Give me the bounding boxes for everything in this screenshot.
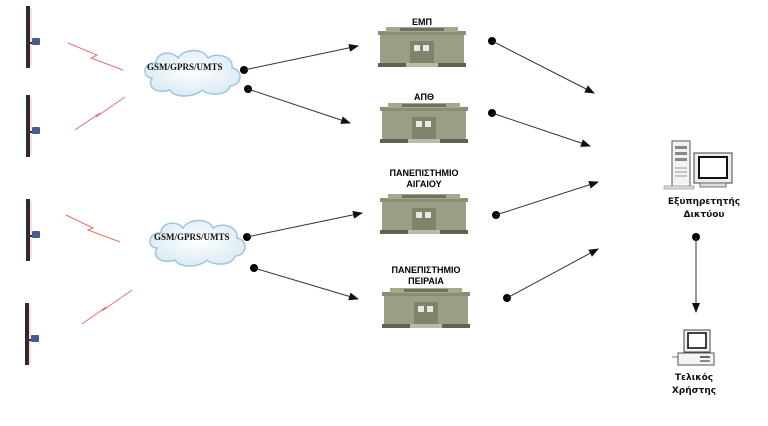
arrow-apth-to-server (488, 109, 591, 147)
university-label-line1: ΠΑΝΕΠΙΣΤΗΜΙΟ (391, 265, 461, 275)
university-building-4 (382, 288, 470, 328)
cloud-label-2: GSM/GPRS/UMTS (154, 232, 230, 242)
cloud-network-2 (149, 219, 246, 267)
arrow-server-to-user (692, 233, 700, 313)
university-label-piraeus: ΠΑΝΕΠΙΣΤΗΜΙΟ ΠΕΙΡΑΙΑ (381, 265, 471, 287)
arrow-cloud1-to-apth (244, 85, 351, 124)
arrow-piraeus-to-server (503, 248, 599, 302)
end-user-label: Τελικός Χρήστης (664, 372, 724, 398)
university-building-3 (380, 194, 468, 234)
server-icon (663, 140, 733, 190)
arrow-cloud2-to-aegean (243, 210, 363, 241)
sensor-1 (25, 5, 41, 69)
university-label-line1: ΠΑΝΕΠΙΣΤΗΜΙΟ (389, 168, 459, 178)
arrow-cloud2-to-piraeus (250, 264, 359, 301)
university-building-2 (380, 103, 468, 143)
cloud-label-1: GSM/GPRS/UMTS (147, 62, 223, 72)
end-user-label-line2: Χρήστης (671, 386, 717, 396)
wireless-link-2 (74, 96, 126, 131)
sensor-3 (25, 198, 41, 262)
server-label-line1: Εξυπηρετητής (667, 197, 741, 207)
university-building-1 (378, 27, 466, 67)
university-label-apth: ΑΠΘ (394, 92, 454, 103)
wireless-link-3 (65, 214, 121, 243)
wireless-link-1 (67, 42, 124, 71)
end-user-label-line1: Τελικός (674, 373, 714, 383)
university-label-line2: ΠΕΙΡΑΙΑ (408, 276, 444, 286)
university-label-emp: ΕΜΠ (392, 17, 452, 28)
university-label-aegean: ΠΑΝΕΠΙΣΤΗΜΙΟ ΑΙΓΑΙΟΥ (379, 168, 469, 190)
sensor-2 (25, 94, 41, 158)
wireless-link-4 (81, 289, 133, 325)
university-label-line1: ΕΜΠ (412, 17, 432, 27)
end-user-pc-icon (672, 329, 715, 366)
university-label-line2: ΑΙΓΑΙΟΥ (406, 179, 442, 189)
sensor-4 (24, 302, 40, 366)
university-label-line1: ΑΠΘ (414, 92, 434, 102)
server-label: Εξυπηρετητής Δικτύου (664, 196, 744, 222)
arrow-emp-to-server (488, 37, 595, 94)
server-label-line2: Δικτύου (683, 210, 725, 220)
arrow-aegean-to-server (492, 180, 599, 219)
cloud-network-1 (144, 49, 241, 97)
arrow-cloud1-to-emp (240, 43, 359, 74)
